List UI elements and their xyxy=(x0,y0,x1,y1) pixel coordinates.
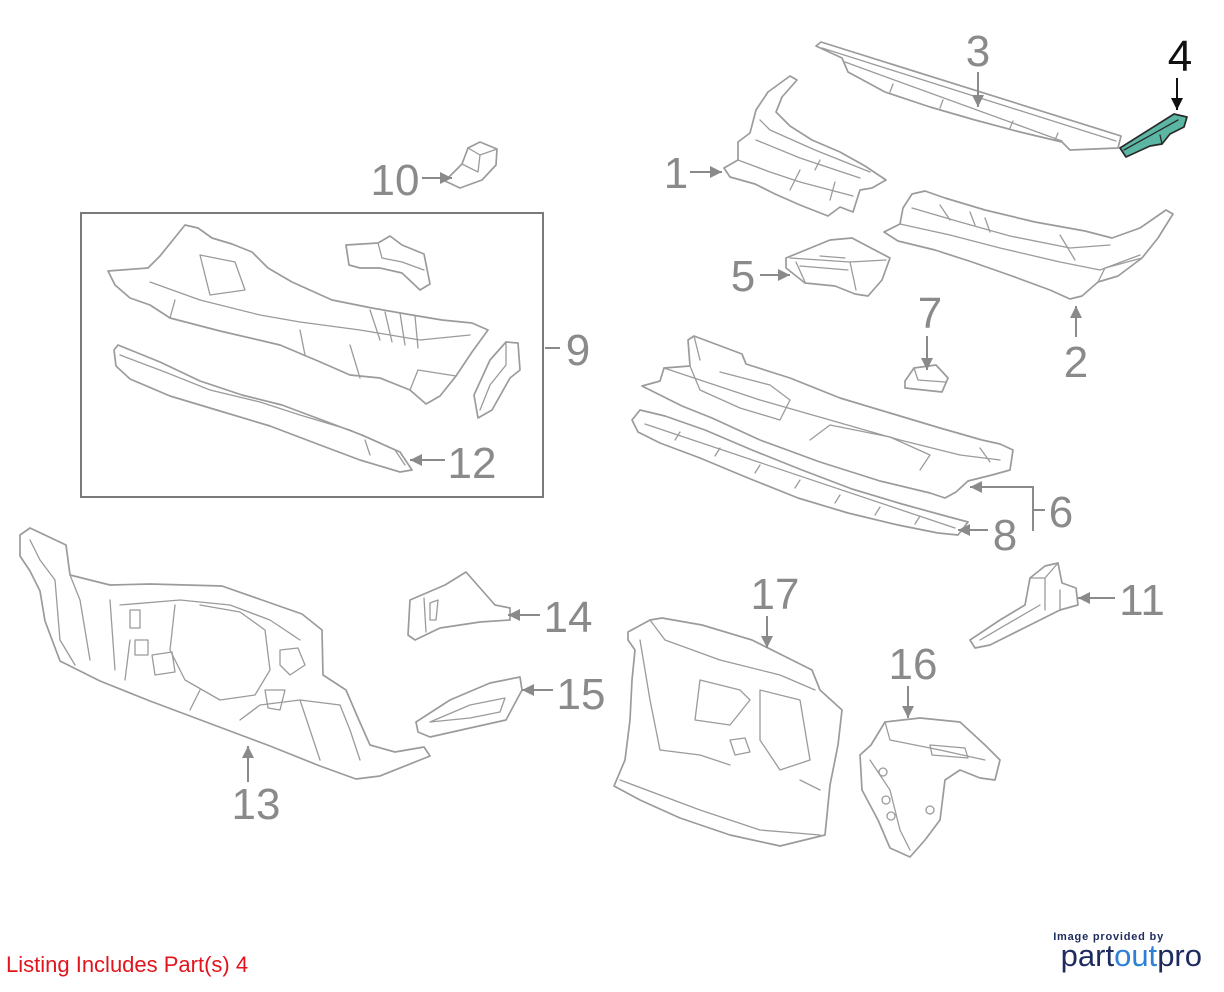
assembly-9-group-box xyxy=(80,212,544,498)
part-10-drawing xyxy=(444,141,498,189)
part-11-drawing xyxy=(969,562,1079,649)
callout-label-8: 8 xyxy=(993,511,1017,560)
callout-label-5: 5 xyxy=(731,252,755,301)
callout-label-2: 2 xyxy=(1064,338,1088,387)
part-2-drawing xyxy=(883,190,1174,300)
part-14-drawing xyxy=(407,571,511,641)
part-13-drawing xyxy=(19,527,431,780)
part-16-drawing xyxy=(859,717,1001,858)
callout-label-15: 15 xyxy=(557,670,606,719)
logo-wordmark-out: out xyxy=(1114,938,1157,973)
partoutpro-logo: Image provided by partoutpro xyxy=(1053,931,1202,973)
callout-arrow-6 xyxy=(970,481,1034,531)
part-17-drawing xyxy=(613,617,843,847)
callout-label-14: 14 xyxy=(544,593,593,642)
part-1-drawing xyxy=(723,75,887,217)
callout-label-12: 12 xyxy=(448,439,497,488)
part-5-drawing xyxy=(785,237,891,297)
part-7-drawing xyxy=(904,364,949,393)
callout-label-6: 6 xyxy=(1049,488,1073,537)
logo-wordmark-pro: pro xyxy=(1157,938,1202,973)
callout-label-11: 11 xyxy=(1119,576,1165,625)
callout-label-10: 10 xyxy=(371,156,420,205)
part-8-drawing xyxy=(631,409,969,536)
part-6-drawing xyxy=(641,335,1014,499)
part-9-main-panel-drawing xyxy=(107,224,489,405)
part-4-drawing xyxy=(1119,113,1188,158)
part-12-drawing xyxy=(113,344,413,473)
callout-label-17: 17 xyxy=(751,570,800,619)
callout-label-1: 1 xyxy=(664,149,688,198)
part-15-drawing xyxy=(415,676,523,738)
part-3-drawing xyxy=(815,41,1122,151)
callout-label-7: 7 xyxy=(918,289,942,338)
callout-label-16: 16 xyxy=(889,640,938,689)
listing-parts-note: Listing Includes Part(s) 4 xyxy=(6,952,248,977)
logo-wordmark: partoutpro xyxy=(1061,938,1202,973)
callout-label-4: 4 xyxy=(1168,32,1192,81)
callout-label-3: 3 xyxy=(966,27,990,76)
logo-wordmark-part: part xyxy=(1061,938,1115,973)
callout-label-9: 9 xyxy=(566,326,590,375)
part-9-bracket-drawing xyxy=(345,235,431,291)
callout-label-13: 13 xyxy=(232,780,281,829)
part-9-side-piece-drawing xyxy=(473,341,521,419)
logo-caption: Image provided by xyxy=(1053,931,1164,943)
